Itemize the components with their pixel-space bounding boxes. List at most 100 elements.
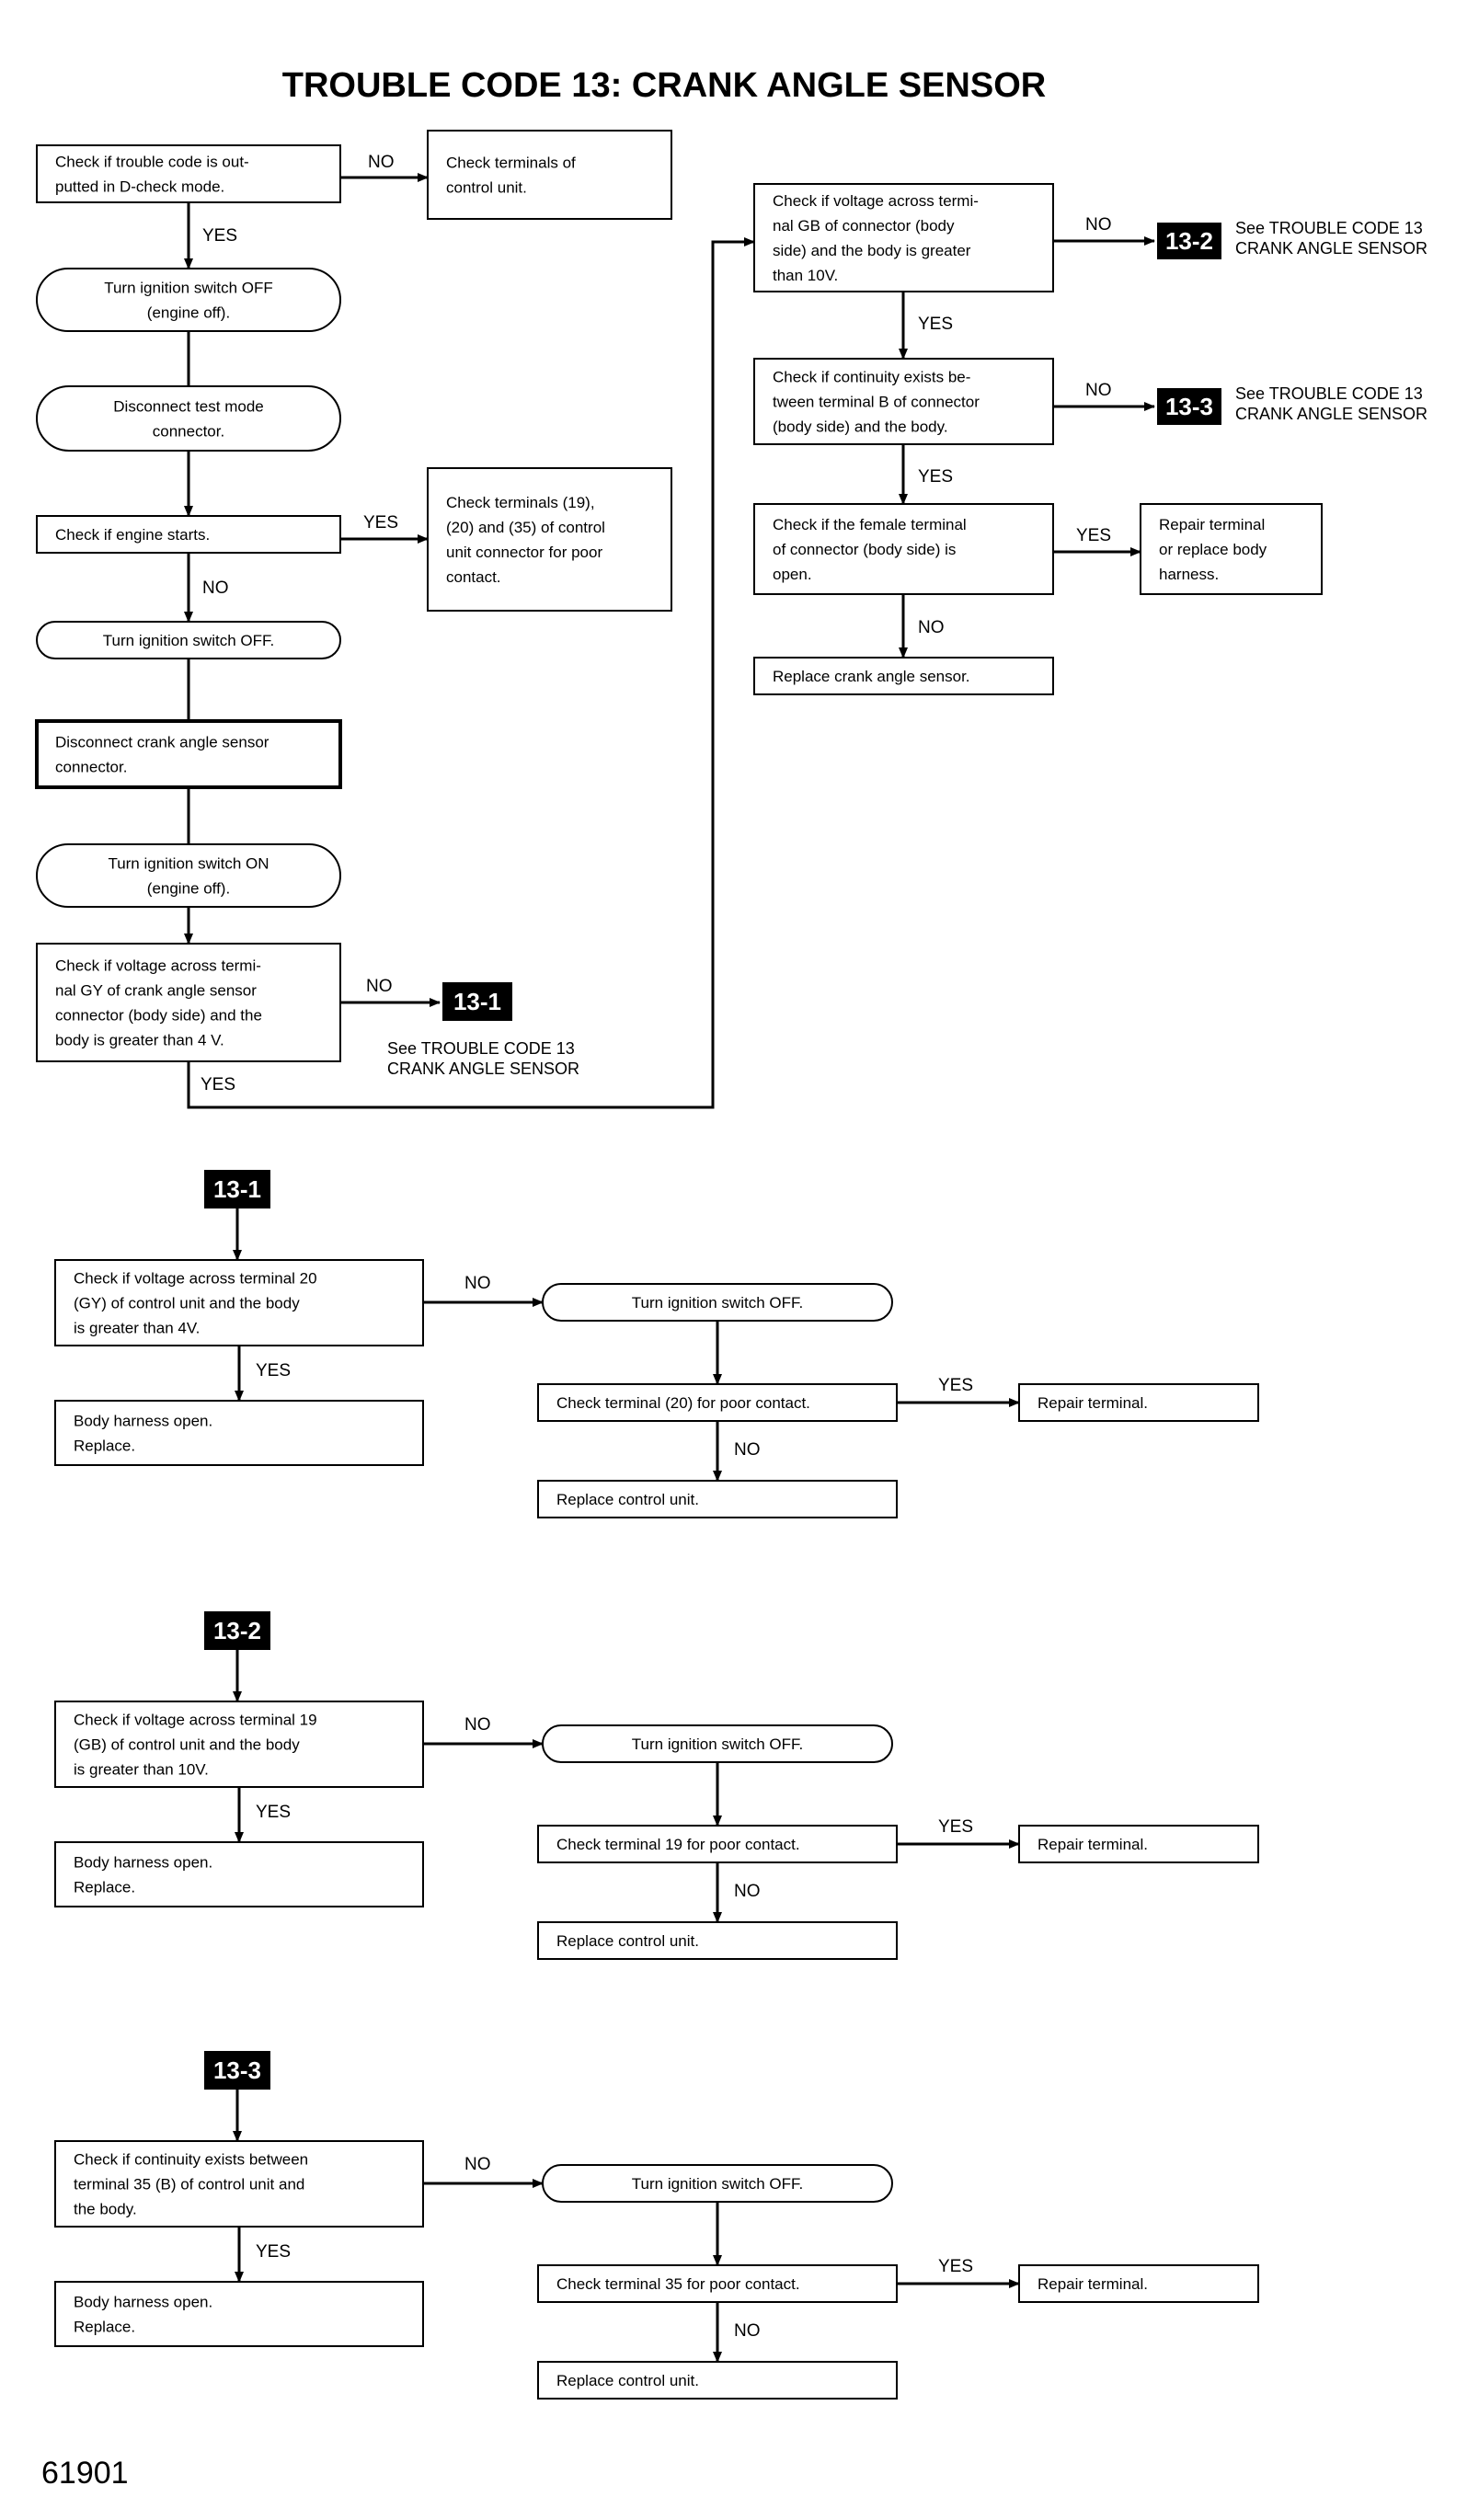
sub-13-1-body-harness-text-1: Replace. [74,1437,135,1454]
step-check-continuity-b-text-1: tween terminal B of connector [773,393,980,410]
step-check-trouble-code-text-1: putted in D-check mode. [55,178,224,195]
sub-13-1-check: Check if voltage across terminal 20 (GY) … [54,1259,424,1346]
step-check-female-terminal-text-0: Check if the female terminal [773,516,967,533]
sub-13-1-check-text-2: is greater than 4V. [74,1319,200,1336]
sub-13-1-check-text-1: (GY) of control unit and the body [74,1294,300,1312]
sub-13-3-check-terminal: Check terminal 35 for poor contact. [537,2264,898,2303]
sub-13-1-check-text-0: Check if voltage across terminal 20 [74,1269,317,1287]
sub-13-3-ignition-off: Turn ignition switch OFF. [542,2164,893,2203]
sub-13-1-body-harness-text-0: Body harness open. [74,1412,212,1429]
ref-code-13-3-line-0: See TROUBLE CODE 13 [1235,384,1423,403]
step-check-trouble-code: Check if trouble code is out-putted in D… [36,144,341,203]
sub-13-3-repair-terminal-text-0: Repair terminal. [1038,2275,1148,2293]
step-check-voltage-gy-text-3: body is greater than 4 V. [55,1031,224,1048]
step-check-voltage-gy: Check if voltage across termi-nal GY of … [36,943,341,1062]
sub-13-2-check-terminal: Check terminal 19 for poor contact. [537,1825,898,1863]
step-check-trouble-code-text-0: Check if trouble code is out- [55,153,249,170]
sub-13-1-ignition-off-text-0: Turn ignition switch OFF. [632,1294,803,1312]
step-check-engine-starts-text-0: Check if engine starts. [55,526,210,544]
sub-13-2-label-term-yes: YES [938,1817,973,1837]
sub-13-2-check-terminal-text-0: Check terminal 19 for poor contact. [556,1836,800,1853]
step-ignition-off-engine-off-text-0: Turn ignition switch OFF [104,279,273,296]
step-check-voltage-gb-text-0: Check if voltage across termi- [773,192,979,210]
step-check-female-terminal-text-1: of connector (body side) is [773,541,956,558]
step-check-female-terminal: Check if the female terminal of connector… [753,503,1054,595]
code-13-2-box: 13-2 [1157,223,1221,259]
sub-13-2-check-text-2: is greater than 10V. [74,1760,209,1778]
sub-13-3-label-term-no: NO [734,2321,761,2341]
code-13-2-box-text: 13-2 [1165,227,1213,255]
step-check-continuity-b-text-2: (body side) and the body. [773,418,948,435]
step-check-terminals-19-20-35-text-2: unit connector for poor [446,544,602,561]
sub-13-2-ignition-off: Turn ignition switch OFF. [542,1724,893,1763]
sub-13-3-code-box: 13-3 [204,2051,270,2090]
sub-13-2-check-text-0: Check if voltage across terminal 19 [74,1711,317,1728]
step-check-terminals-19-20-35: Check terminals (19),(20) and (35) of co… [427,467,672,612]
sub-13-2-code-box-text: 13-2 [213,1617,261,1644]
step-check-terminals-19-20-35-text-0: Check terminals (19), [446,494,595,511]
step-check-voltage-gb-text-1: nal GB of connector (body [773,217,955,235]
sub-13-1-label-no: NO [464,1274,491,1293]
sub-13-3-repair-terminal: Repair terminal. [1018,2264,1259,2303]
step-check-voltage-gy-text-1: nal GY of crank angle sensor [55,981,257,999]
sub-13-3-label-term-yes: YES [938,2257,973,2276]
step-ignition-off-engine-off-text-1: (engine off). [147,304,230,321]
step-check-terminals-control-unit-text-0: Check terminals of [446,154,576,171]
step-ignition-on-text-1: (engine off). [147,879,230,897]
step-repair-or-replace-harness-text-1: or replace body [1159,541,1267,558]
ref-code-13-2-line-1: CRANK ANGLE SENSOR [1235,239,1427,258]
label-n1-no: NO [368,153,395,172]
sub-13-2-repair-terminal-text-0: Repair terminal. [1038,1836,1148,1853]
sub-13-1-repair-terminal: Repair terminal. [1018,1383,1259,1422]
sub-13-1-repair-terminal-text-0: Repair terminal. [1038,1394,1148,1412]
step-disconnect-crank-sensor-text-1: connector. [55,758,127,775]
sub-13-1-label-yes: YES [256,1361,291,1380]
label-r1-no: NO [1085,215,1112,235]
step-check-voltage-gy-text-0: Check if voltage across termi- [55,956,261,974]
ref-code-13-3-line-1: CRANK ANGLE SENSOR [1235,405,1427,423]
sub-13-2-code-box: 13-2 [204,1611,270,1650]
label-r2-no: NO [1085,381,1112,400]
ref-code-13-3: See TROUBLE CODE 13 CRANK ANGLE SENSOR [1235,384,1427,423]
step-check-continuity-b-text-0: Check if continuity exists be- [773,368,970,385]
sub-13-3-label-yes: YES [256,2242,291,2262]
code-13-3-box-text: 13-3 [1165,393,1213,420]
sub-13-1-replace-control-unit-text-0: Replace control unit. [556,1491,699,1508]
sub-13-1-body-harness: Body harness open. Replace. [54,1400,424,1466]
sub-13-2-replace-control-unit: Replace control unit. [537,1921,898,1960]
sub-13-2-ignition-off-text-0: Turn ignition switch OFF. [632,1735,803,1753]
sub-13-2-check: Check if voltage across terminal 19(GB) … [54,1701,424,1788]
sub-13-1-label-term-yes: YES [938,1376,973,1395]
sub-13-2-body-harness: Body harness open.Replace. [54,1841,424,1907]
step-disconnect-test-mode-text-0: Disconnect test mode [113,397,263,415]
code-13-1-box: 13-1 [442,982,512,1021]
page-title: TROUBLE CODE 13: CRANK ANGLE SENSOR [282,66,1046,105]
connectors [184,173,1155,2363]
sub-13-2-label-yes: YES [256,1803,291,1822]
step-ignition-on: Turn ignition switch ON(engine off). [36,843,341,908]
label-r3-yes: YES [1076,526,1111,545]
sub-13-1-check-terminal: Check terminal (20) for poor contact. [537,1383,898,1422]
label-n8-no: NO [366,977,393,996]
label-r2-yes: YES [918,467,953,487]
code-13-1-box-text: 13-1 [453,988,501,1015]
nodes: Check if trouble code is out-putted in D… [35,130,1427,2400]
sub-13-1-ignition-off: Turn ignition switch OFF. [542,1283,893,1322]
step-ignition-off-engine-off: Turn ignition switch OFF (engine off). [36,268,341,332]
ref-code-13-2-line-0: See TROUBLE CODE 13 [1235,219,1423,237]
sub-13-2-body-harness-text-1: Replace. [74,1878,135,1896]
label-n4-no: NO [202,578,229,598]
sub-13-3-body-harness: Body harness open.Replace. [54,2281,424,2347]
step-check-terminals-19-20-35-text-3: contact. [446,568,501,586]
sub-13-3-check-terminal-text-0: Check terminal 35 for poor contact. [556,2275,800,2293]
sub-13-3-code-box-text: 13-3 [213,2056,261,2084]
sub-13-3-check-text-2: the body. [74,2200,137,2217]
step-disconnect-test-mode-text-1: connector. [153,422,224,440]
step-check-engine-starts: Check if engine starts. [36,515,341,554]
sub-13-3-label-no: NO [464,2155,491,2174]
